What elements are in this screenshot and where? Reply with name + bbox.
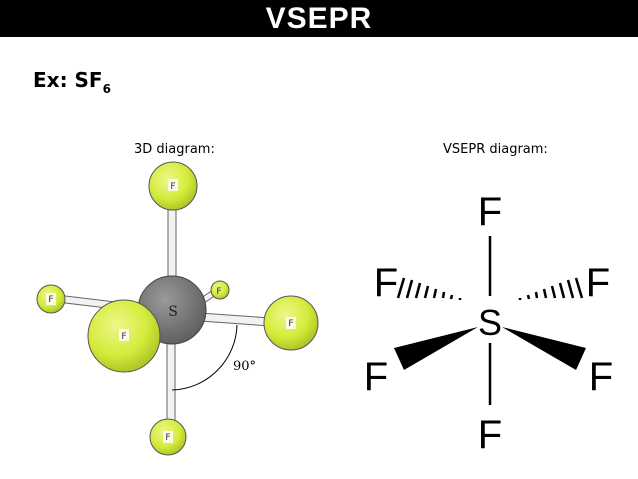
caption-vsepr-diagram: VSEPR diagram: bbox=[443, 142, 548, 157]
angle-arc bbox=[171, 324, 238, 391]
wedge-bond-right bbox=[502, 327, 586, 370]
slide-title: VSEPR bbox=[265, 1, 373, 35]
fluorine-top: F bbox=[148, 161, 198, 211]
vsepr-central-atom: S bbox=[478, 302, 502, 343]
example-prefix: Ex: SF bbox=[33, 68, 103, 92]
vsepr-f-upper-left: F bbox=[374, 261, 398, 305]
atom-label: F bbox=[170, 182, 175, 192]
wedge-bond-left bbox=[394, 327, 478, 370]
atom-label: F bbox=[288, 319, 293, 329]
example-heading: Ex: SF6 bbox=[33, 68, 111, 96]
hashed-bond-left bbox=[396, 277, 462, 300]
vsepr-f-upper-right: F bbox=[586, 261, 610, 305]
caption-3d-diagram: 3D diagram: bbox=[134, 142, 215, 157]
fluorine-front: F bbox=[87, 299, 161, 373]
atom-label: F bbox=[216, 287, 221, 297]
vsepr-f-lower-left: F bbox=[364, 355, 388, 399]
fluorine-back: F bbox=[210, 280, 230, 300]
atom-label: F bbox=[121, 332, 126, 342]
vsepr-f-lower-right: F bbox=[589, 355, 613, 399]
vsepr-f-top: F bbox=[478, 190, 502, 234]
title-bar: VSEPR bbox=[0, 0, 638, 37]
atom-label: F bbox=[165, 433, 170, 443]
atom-label: S bbox=[168, 304, 178, 320]
fluorine-bottom: F bbox=[149, 418, 187, 456]
vsepr-f-bottom: F bbox=[478, 413, 502, 457]
angle-label: 90° bbox=[233, 359, 256, 374]
atom-label: F bbox=[48, 295, 53, 305]
fluorine-right: F bbox=[263, 295, 319, 351]
hashed-bond-right bbox=[518, 277, 584, 300]
example-subscript: 6 bbox=[102, 82, 111, 96]
fluorine-left: F bbox=[36, 284, 66, 314]
